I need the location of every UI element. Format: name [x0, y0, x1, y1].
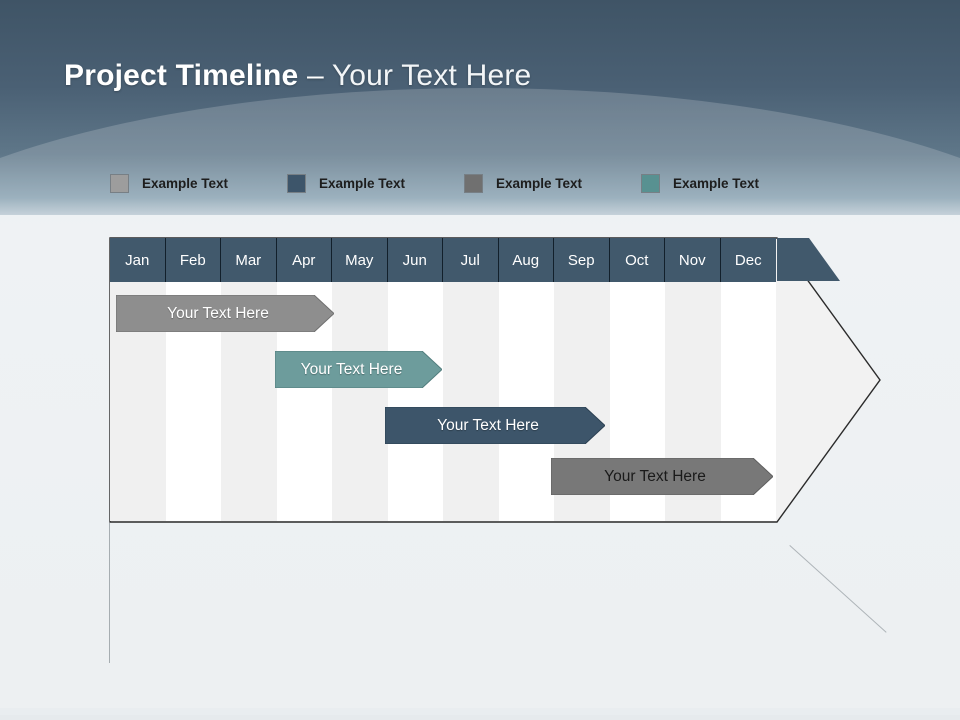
legend-swatch-icon-4 [641, 173, 660, 193]
grid-col-jul [443, 282, 499, 521]
legend-item-4[interactable]: Example Text [641, 170, 759, 196]
title-dash: – [298, 59, 332, 92]
task-bar-1[interactable]: Your Text Here [116, 295, 334, 332]
legend-label-2: Example Text [319, 175, 406, 191]
month-header-nov[interactable]: Nov [665, 238, 721, 282]
month-header-jan[interactable]: Jan [110, 238, 166, 282]
month-header-sep[interactable]: Sep [554, 238, 610, 282]
task-bar-2-label: Your Text Here [300, 360, 403, 378]
month-header-apr[interactable]: Apr [277, 238, 332, 282]
grid-col-jun [387, 282, 443, 521]
task-bar-4-label: Your Text Here [604, 467, 706, 485]
month-header-aug[interactable]: Aug [499, 238, 554, 282]
page-title: Project Timeline – Your Text Here [64, 59, 531, 93]
legend-label-1: Example Text [142, 175, 229, 191]
month-header-oct[interactable]: Oct [610, 238, 665, 282]
month-header-jun[interactable]: Jun [388, 238, 443, 282]
legend-swatch-icon-1 [110, 173, 129, 193]
task-bars: Your Text Here Your Text Here Your Text … [109, 237, 881, 523]
month-header-jul[interactable]: Jul [443, 238, 499, 282]
legend-item-3[interactable]: Example Text [464, 170, 582, 196]
legend-swatch-icon-3 [464, 173, 483, 193]
legend: Example Text Example Text Example Text E… [110, 170, 870, 196]
month-header-dec[interactable]: Dec [734, 251, 762, 269]
month-header-feb[interactable]: Feb [166, 238, 221, 282]
task-bar-2-shape [275, 351, 442, 388]
legend-label-3: Example Text [496, 175, 583, 191]
timeline-chart: Jan Feb Mar Apr May Jun Jul Aug Sep Oct … [109, 237, 881, 523]
task-bar-2[interactable]: Your Text Here [275, 351, 442, 388]
task-bar-3[interactable]: Your Text Here [385, 407, 605, 444]
legend-item-2[interactable]: Example Text [287, 170, 405, 196]
task-bar-4[interactable]: Your Text Here [551, 458, 773, 495]
grid-col-may [332, 282, 388, 521]
legend-swatch-icon-2 [287, 173, 306, 193]
task-bar-4-shape [551, 458, 773, 495]
task-bar-1-label: Your Text Here [167, 304, 269, 322]
month-header-row: Jan Feb Mar Apr May Jun Jul Aug Sep Oct … [110, 238, 776, 282]
month-header-mar[interactable]: Mar [221, 238, 277, 282]
task-bar-1-shape [116, 295, 334, 332]
title-light: Your Text Here [331, 59, 532, 92]
guide-line-vertical [109, 523, 110, 663]
task-bar-3-shape [385, 407, 605, 444]
grid-col-aug [498, 282, 554, 521]
legend-label-4: Example Text [673, 175, 760, 191]
title-strong: Project Timeline [64, 59, 299, 92]
month-header-may[interactable]: May [332, 238, 388, 282]
legend-item-1[interactable]: Example Text [110, 170, 228, 196]
task-bar-3-label: Your Text Here [437, 416, 539, 434]
